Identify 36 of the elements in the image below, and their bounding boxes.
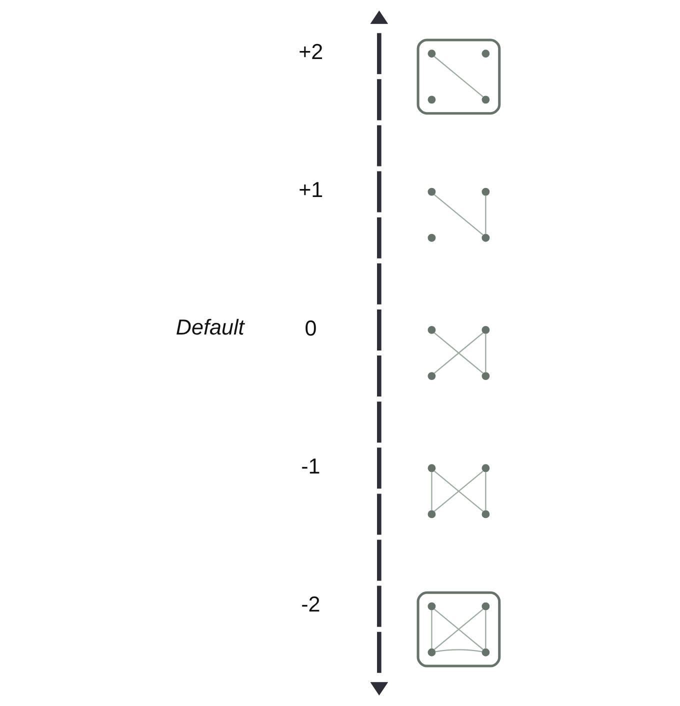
node-circle: [427, 96, 436, 104]
connector: [434, 649, 482, 652]
node-circle: [481, 510, 490, 518]
node-circle: [427, 50, 436, 58]
connector: [484, 472, 486, 510]
connector: [430, 472, 432, 510]
node-circle: [427, 464, 436, 472]
node-circle: [481, 372, 490, 380]
node-circle: [481, 96, 490, 104]
node-circle: [481, 188, 490, 196]
node-circle: [427, 648, 436, 656]
connector: [484, 334, 486, 372]
node-circle: [427, 188, 436, 196]
label: +1: [298, 177, 323, 202]
connector: [484, 610, 486, 649]
node-circle: [481, 648, 490, 656]
label: +2: [298, 39, 323, 64]
node-circle: [427, 326, 436, 334]
label: 0: [304, 315, 316, 340]
node-circle: [481, 234, 490, 242]
label: -2: [300, 592, 320, 617]
node-circle: [481, 326, 490, 334]
node-circle: [427, 602, 436, 610]
cluster: [416, 591, 500, 668]
node-circle: [481, 464, 490, 472]
connector: [433, 194, 484, 236]
connector: [430, 610, 432, 649]
node-circle: [481, 50, 490, 58]
node-circle: [427, 234, 436, 242]
connector: [484, 195, 486, 234]
label: -1: [300, 454, 320, 479]
node-circle: [427, 372, 436, 380]
node-circle: [427, 510, 436, 518]
node-circle: [481, 602, 490, 610]
cluster: [416, 38, 500, 115]
label: Default: [175, 314, 244, 340]
